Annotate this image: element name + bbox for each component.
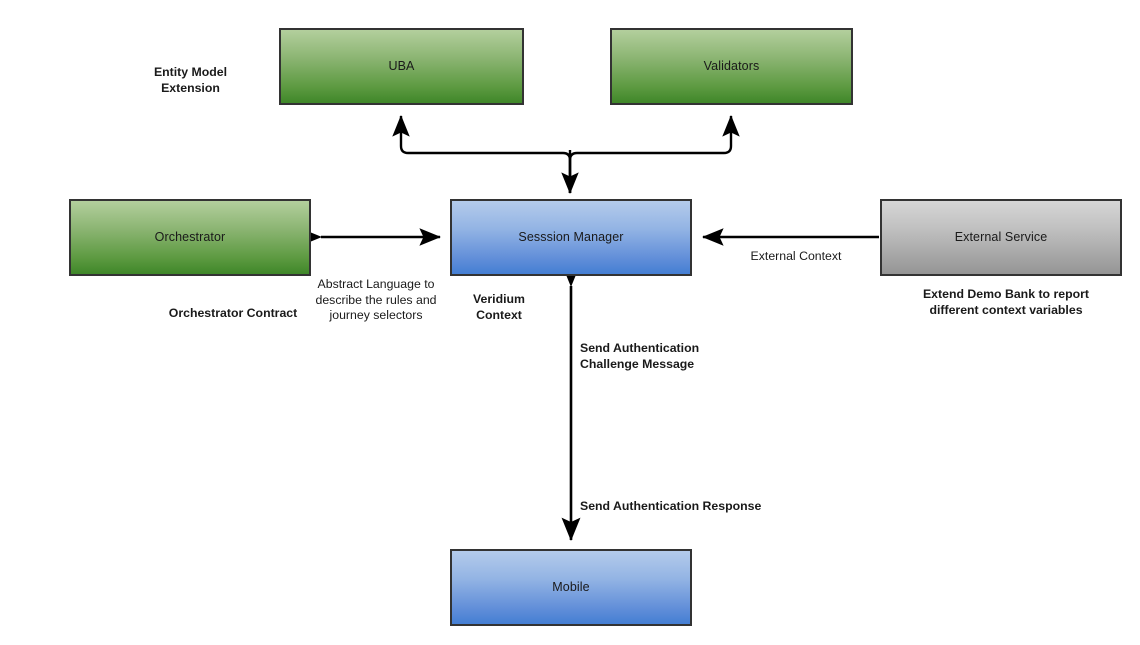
node-orchestrator[interactable]: Orchestrator (69, 199, 311, 276)
node-session-manager-label: Sesssion Manager (518, 230, 624, 244)
annotation-entity-model-extension: Entity Model Extension (153, 65, 228, 95)
node-session-manager[interactable]: Sesssion Manager (450, 199, 692, 276)
annotation-orchestrator-contract: Orchestrator Contract (168, 306, 298, 320)
node-mobile-label: Mobile (552, 580, 590, 594)
node-mobile[interactable]: Mobile (450, 549, 692, 626)
annotation-veridium-context: Veridium Context (473, 292, 525, 322)
connector-session-to-uba-validators (392, 115, 740, 194)
annotation-extend-demo-bank: Extend Demo Bank to report different con… (922, 287, 1090, 317)
node-validators-label: Validators (703, 59, 760, 73)
node-uba[interactable]: UBA (279, 28, 524, 105)
node-uba-label: UBA (388, 59, 415, 73)
annotation-external-context: External Context (750, 249, 842, 263)
annotation-send-auth-response: Send Authentication Response (580, 499, 762, 513)
annotation-send-auth-challenge: Send Authentication Challenge Message (580, 341, 700, 371)
node-orchestrator-label: Orchestrator (154, 230, 226, 244)
node-validators[interactable]: Validators (610, 28, 853, 105)
node-external-service[interactable]: External Service (880, 199, 1122, 276)
node-external-service-label: External Service (954, 230, 1048, 244)
annotation-abstract-language: Abstract Language to describe the rules … (315, 277, 437, 323)
